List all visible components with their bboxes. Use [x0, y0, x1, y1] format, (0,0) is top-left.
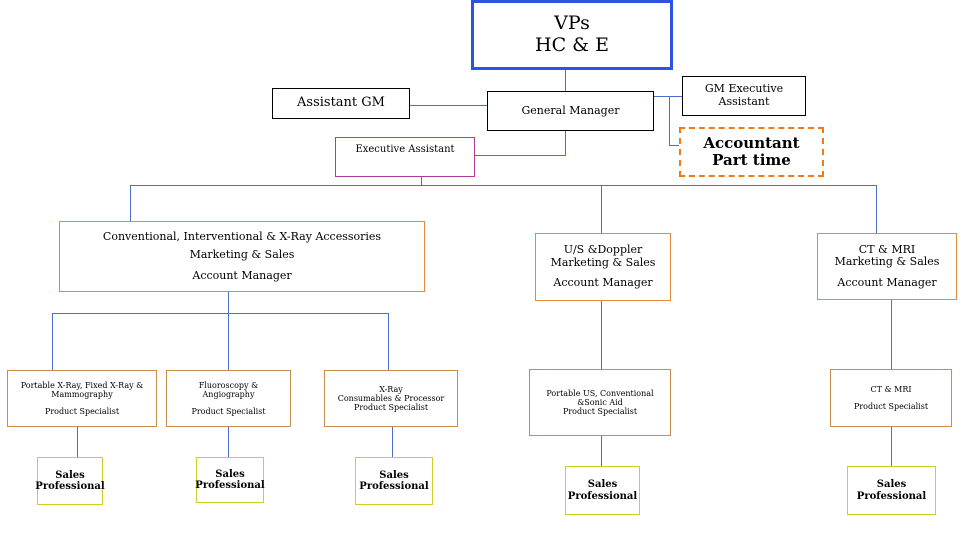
division-ct-line3: Account Manager	[837, 275, 937, 289]
assistant-gm-label: Assistant GM	[297, 95, 385, 111]
connector-line	[52, 313, 53, 370]
connector-line	[421, 176, 422, 185]
specialist-ct-line1: CT & MRI	[870, 384, 912, 394]
connector-line	[130, 185, 131, 221]
sales-professional-line1: Sales	[379, 469, 409, 481]
sales-professional-box: Sales Professional	[847, 466, 936, 515]
specialist-xray-line3: Product Specialist	[44, 407, 120, 417]
division-us-box: U/S &Doppler Marketing & Sales Account M…	[535, 233, 671, 301]
division-ct-box: CT & MRI Marketing & Sales Account Manag…	[817, 233, 957, 300]
sales-professional-line1: Sales	[215, 468, 245, 480]
specialist-fluoro-line1: Fluoroscopy &	[198, 380, 259, 390]
sales-professional-line2: Professional	[35, 481, 105, 492]
connector-line	[392, 427, 393, 457]
sales-professional-line2: Professional	[195, 480, 265, 491]
gm-executive-assistant-box: GM Executive Assistant	[682, 76, 806, 116]
connector-line	[601, 185, 602, 233]
division-conventional-line2: Marketing & Sales	[189, 248, 295, 262]
specialist-fluoro-line3: Product Specialist	[191, 407, 266, 417]
assistant-gm-box: Assistant GM	[272, 88, 410, 119]
specialist-xray-line1: Portable X-Ray, Fixed X-Ray &	[20, 380, 144, 390]
specialist-fluoro-box: Fluoroscopy & Angiography Product Specia…	[166, 370, 291, 427]
connector-line	[669, 145, 680, 146]
division-conventional-line3: Account Manager	[192, 268, 292, 282]
sales-professional-box: Sales Professional	[355, 457, 433, 505]
specialist-fluoro-line2: Angiography	[202, 389, 255, 399]
connector-line	[228, 427, 229, 457]
connector-line	[601, 300, 602, 369]
division-conventional-box: Conventional, Interventional & X-Ray Acc…	[59, 221, 425, 292]
specialist-xray-line2: Mammography	[51, 389, 113, 399]
gm-exec-line1: GM Executive	[704, 82, 784, 96]
general-manager-box: General Manager	[487, 91, 654, 131]
connector-line	[410, 105, 487, 106]
division-us-line3: Account Manager	[553, 276, 653, 290]
executive-assistant-label: Executive Assistant	[355, 144, 455, 155]
vps-subtitle: HC & E	[535, 34, 609, 56]
division-us-line1: U/S &Doppler	[563, 243, 643, 257]
sales-professional-box: Sales Professional	[195, 457, 265, 503]
specialist-xray-box: Portable X-Ray, Fixed X-Ray & Mammograph…	[7, 370, 157, 427]
connector-line	[77, 427, 78, 457]
sales-professional-line2: Professional	[359, 481, 429, 492]
accountant-box: Accountant Part time	[679, 127, 824, 177]
connector-line	[388, 313, 389, 370]
connector-line	[891, 300, 892, 369]
vps-box: VPs HC & E	[471, 0, 673, 70]
connector-line	[565, 69, 566, 92]
sales-professional-line1: Sales	[876, 479, 907, 490]
sales-professional-line2: Professional	[567, 490, 638, 502]
division-ct-line1: CT & MRI	[858, 242, 916, 256]
division-conventional-line1: Conventional, Interventional & X-Ray Acc…	[102, 229, 382, 243]
sales-professional-line1: Sales	[55, 469, 85, 481]
division-us-line2: Marketing & Sales	[550, 255, 656, 269]
connector-line	[876, 185, 877, 233]
accountant-line1: Accountant	[703, 133, 800, 152]
specialist-us-line3: Product Specialist	[562, 407, 638, 417]
specialist-us-line1: Portable US, Conventional	[546, 388, 654, 398]
specialist-ct-box: CT & MRI Product Specialist	[830, 369, 952, 427]
connector-line	[228, 313, 229, 370]
connector-line	[228, 291, 229, 313]
sales-professional-line1: Sales	[587, 479, 618, 490]
connector-line	[52, 313, 389, 314]
executive-assistant-box: Executive Assistant	[335, 137, 475, 177]
general-manager-label: General Manager	[521, 103, 620, 117]
sales-professional-box: Sales Professional	[565, 466, 640, 515]
specialist-ct-line2: Product Specialist	[853, 402, 929, 411]
specialist-us-box: Portable US, Conventional &Sonic Aid Pro…	[529, 369, 671, 436]
division-ct-line2: Marketing & Sales	[834, 255, 940, 269]
specialist-consumables-line1: X-Ray	[379, 384, 403, 394]
vps-title: VPs	[554, 12, 590, 35]
specialist-us-line2: &Sonic Aid	[577, 397, 623, 407]
sales-professional-box: Sales Professional	[35, 457, 105, 505]
specialist-consumables-line3: Product Specialist	[353, 403, 429, 413]
connector-line	[654, 96, 682, 97]
connector-line	[565, 131, 566, 155]
gm-exec-line2: Assistant	[718, 95, 770, 108]
specialist-consumables-box: X-Ray Consumables & Processor Product Sp…	[324, 370, 458, 427]
connector-line	[475, 155, 566, 156]
connector-line	[669, 96, 670, 145]
connector-line	[891, 427, 892, 466]
accountant-line2: Part time	[712, 151, 791, 169]
connector-line	[601, 436, 602, 466]
specialist-consumables-line2: Consumables & Processor	[337, 393, 445, 403]
sales-professional-line2: Professional	[856, 490, 927, 502]
connector-line	[130, 185, 877, 186]
